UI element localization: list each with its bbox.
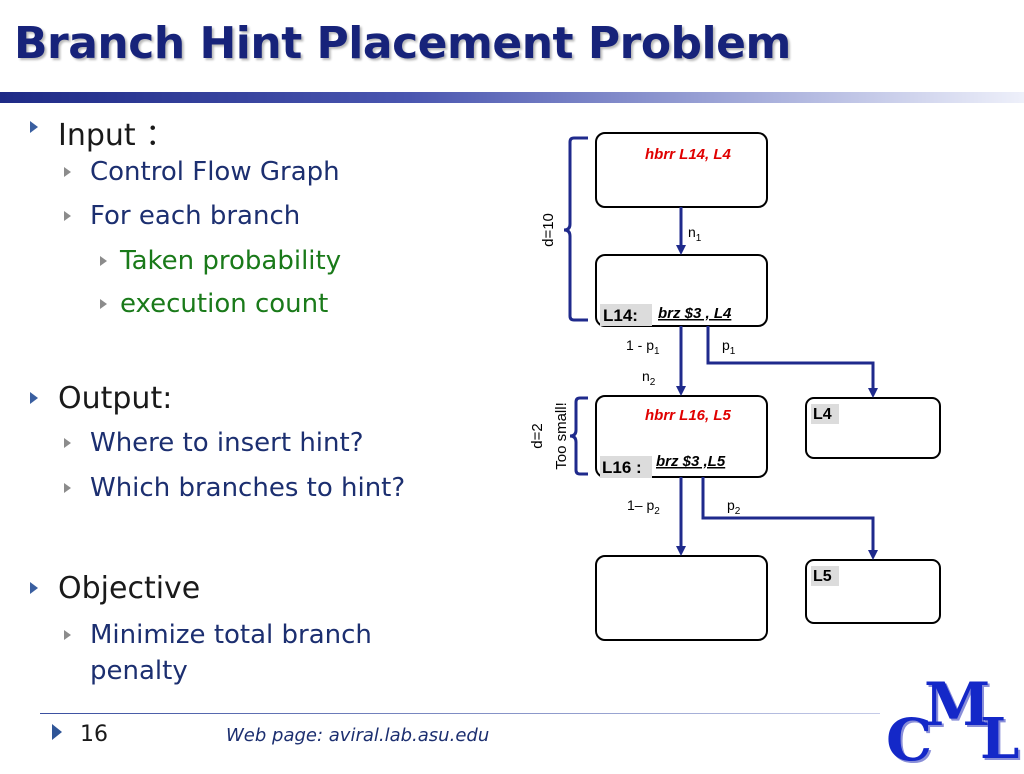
bullet-for-each-branch: For each branch [64,201,301,231]
label-highlight-l4 [811,404,839,424]
bullet-text: Control Flow Graph [90,157,340,187]
distance-brace-2 [569,396,588,476]
block-label-l16: L16 : [602,458,642,477]
bullet-arrow-icon [64,211,71,221]
footer-arrow-icon [52,724,62,740]
title-underline [0,92,1024,103]
cml-logo: C M L [880,670,1024,774]
bullet-arrow-icon [64,483,71,493]
block-label-l5: L5 [813,568,832,585]
bullet-text: execution count [120,289,329,319]
basic-block-l4 [805,397,941,459]
logo-letter-l: L [980,706,1020,772]
too-small-note: Too small! [553,402,570,470]
edge-label-not-taken-p2: 1– p2 [627,497,660,517]
bullet-text: Taken probability [120,246,342,276]
bullet-arrow-icon [30,392,38,404]
edge-label-not-taken-p1: 1 - p1 [626,337,660,357]
bullet-taken-probability: Taken probability [100,246,342,276]
page-number: 16 [80,722,108,747]
bullet-arrow-icon [64,438,71,448]
bullet-which-branches: Which branches to hint? [64,473,406,503]
bullet-minimize-continued: penalty [90,656,188,686]
hint-instruction-2: hbrr L16, L5 [645,407,732,424]
bullet-text: Minimize total branch [90,620,372,650]
slide-title: Branch Hint Placement Problem [14,18,791,69]
distance-label-d10: d=10 [540,213,557,247]
bullet-text: penalty [90,656,188,686]
label-highlight-l16 [600,456,652,478]
basic-block-l5 [805,559,941,624]
label-highlight-l5 [811,566,839,586]
bullet-arrow-icon [64,167,71,177]
branch-instruction-l14: brz $3 , L4 [658,305,732,322]
distance-brace-1 [563,136,588,322]
bullet-arrow-icon [30,121,38,133]
distance-label-d2: d=2 [529,423,546,448]
edge-taken-l4-arrow [706,326,878,398]
logo-letter-c: C [886,706,933,774]
logo-letter-m: M [924,670,991,740]
bullet-text: Objective [58,571,201,606]
block-label-l14: L14: [603,306,638,325]
edge-label-n1: n1 [688,224,702,244]
bullet-input: Input ： [30,110,176,154]
bullet-objective: Objective [30,571,201,606]
bullet-where-insert: Where to insert hint? [64,428,364,458]
footer-rule [40,713,880,714]
hint-instruction-1: hbrr L14, L4 [645,146,732,163]
bullet-text: Which branches to hint? [90,473,406,503]
bullet-text: For each branch [90,201,301,231]
edge-taken-l5-arrow [701,477,878,560]
bullet-arrow-icon [100,299,107,309]
label-highlight-l14 [600,304,652,326]
block-label-l4: L4 [813,406,832,423]
edge-label-taken-p1: p1 [722,337,736,357]
basic-block-1 [595,132,768,208]
bullet-arrow-icon [100,256,107,266]
web-page-link: Web page: aviral.lab.asu.edu [226,725,490,746]
bullet-control-flow-graph: Control Flow Graph [64,157,340,187]
bullet-execution-count: execution count [100,289,329,319]
bullet-arrow-icon [64,630,71,640]
bullet-output: Output: [30,381,173,416]
edge-label-taken-p2: p2 [727,497,741,517]
bullet-text: Where to insert hint? [90,428,364,458]
bullet-text: Input ： [58,118,176,153]
edge-label-n2: n2 [642,368,656,388]
basic-block-fallthrough [595,555,768,641]
branch-instruction-l16: brz $3 ,L5 [656,453,726,470]
bullet-text: Output: [58,381,173,416]
bullet-minimize: Minimize total branch [64,620,372,650]
bullet-arrow-icon [30,582,38,594]
